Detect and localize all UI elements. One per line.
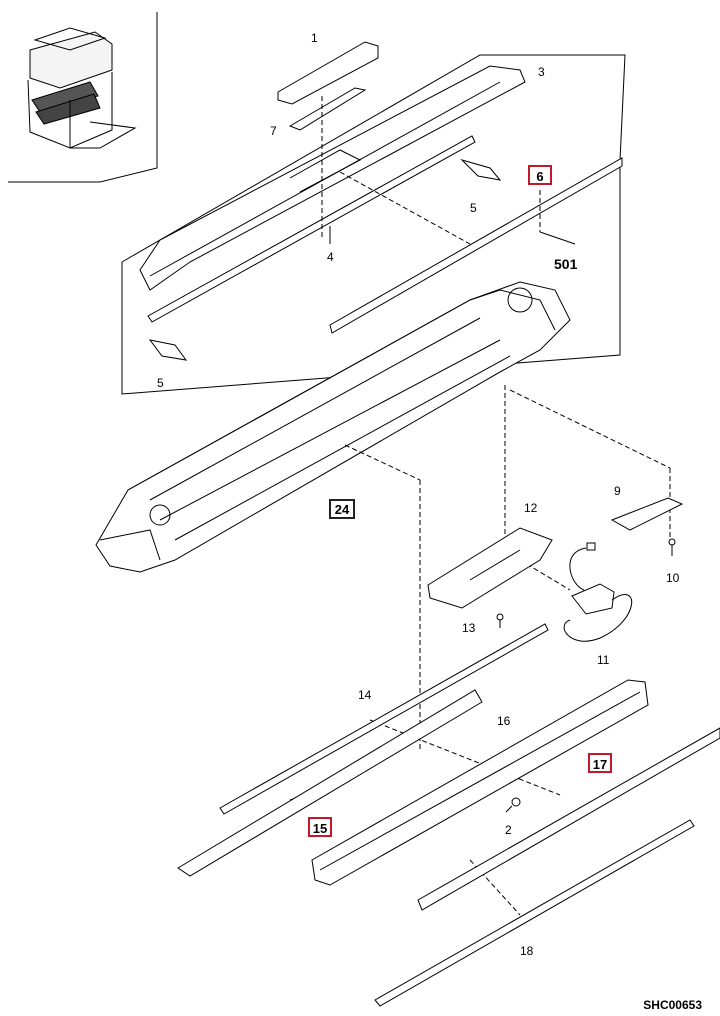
part-10-screw — [668, 538, 676, 556]
label-18: 18 — [520, 944, 534, 958]
label-11: 11 — [597, 653, 610, 667]
part-14-strip — [219, 623, 549, 815]
part-9-bracket — [610, 497, 684, 531]
part-5-clip-upper — [460, 158, 502, 181]
part-17-strip — [417, 727, 720, 911]
label-4: 4 — [327, 250, 334, 264]
label-2: 2 — [505, 823, 512, 837]
label-10: 10 — [666, 571, 680, 585]
part-6-strip — [329, 157, 623, 334]
label-1: 1 — [311, 31, 318, 45]
label-9: 9 — [614, 484, 621, 498]
label-15-highlight: 15 — [308, 817, 332, 837]
label-7: 7 — [270, 124, 277, 138]
part-16-frame — [311, 679, 649, 886]
label-5-lower: 5 — [157, 376, 164, 390]
label-6-highlight: 6 — [528, 165, 552, 185]
part-24-assembly — [95, 281, 571, 573]
label-16: 16 — [497, 714, 511, 728]
label-14: 14 — [358, 688, 372, 702]
label-12: 12 — [524, 501, 538, 515]
label-3: 3 — [538, 65, 545, 79]
part-11-sensor — [563, 542, 633, 642]
part-13-screw — [496, 613, 504, 628]
label-assembly-501: 501 — [554, 256, 578, 272]
printer-thumbnail — [8, 12, 158, 183]
label-5-upper: 5 — [470, 201, 477, 215]
part-4-strip — [147, 135, 476, 323]
label-24-box: 24 — [329, 499, 355, 519]
label-13: 13 — [462, 621, 476, 635]
part-18-strip — [374, 819, 695, 1007]
part-2-screw — [505, 797, 521, 813]
part-5-clip-lower — [148, 339, 188, 361]
diagram-code: SHC00653 — [643, 998, 702, 1012]
part-7-strip — [288, 87, 367, 131]
part-1-plate — [277, 41, 379, 105]
label-17-highlight: 17 — [588, 753, 612, 773]
